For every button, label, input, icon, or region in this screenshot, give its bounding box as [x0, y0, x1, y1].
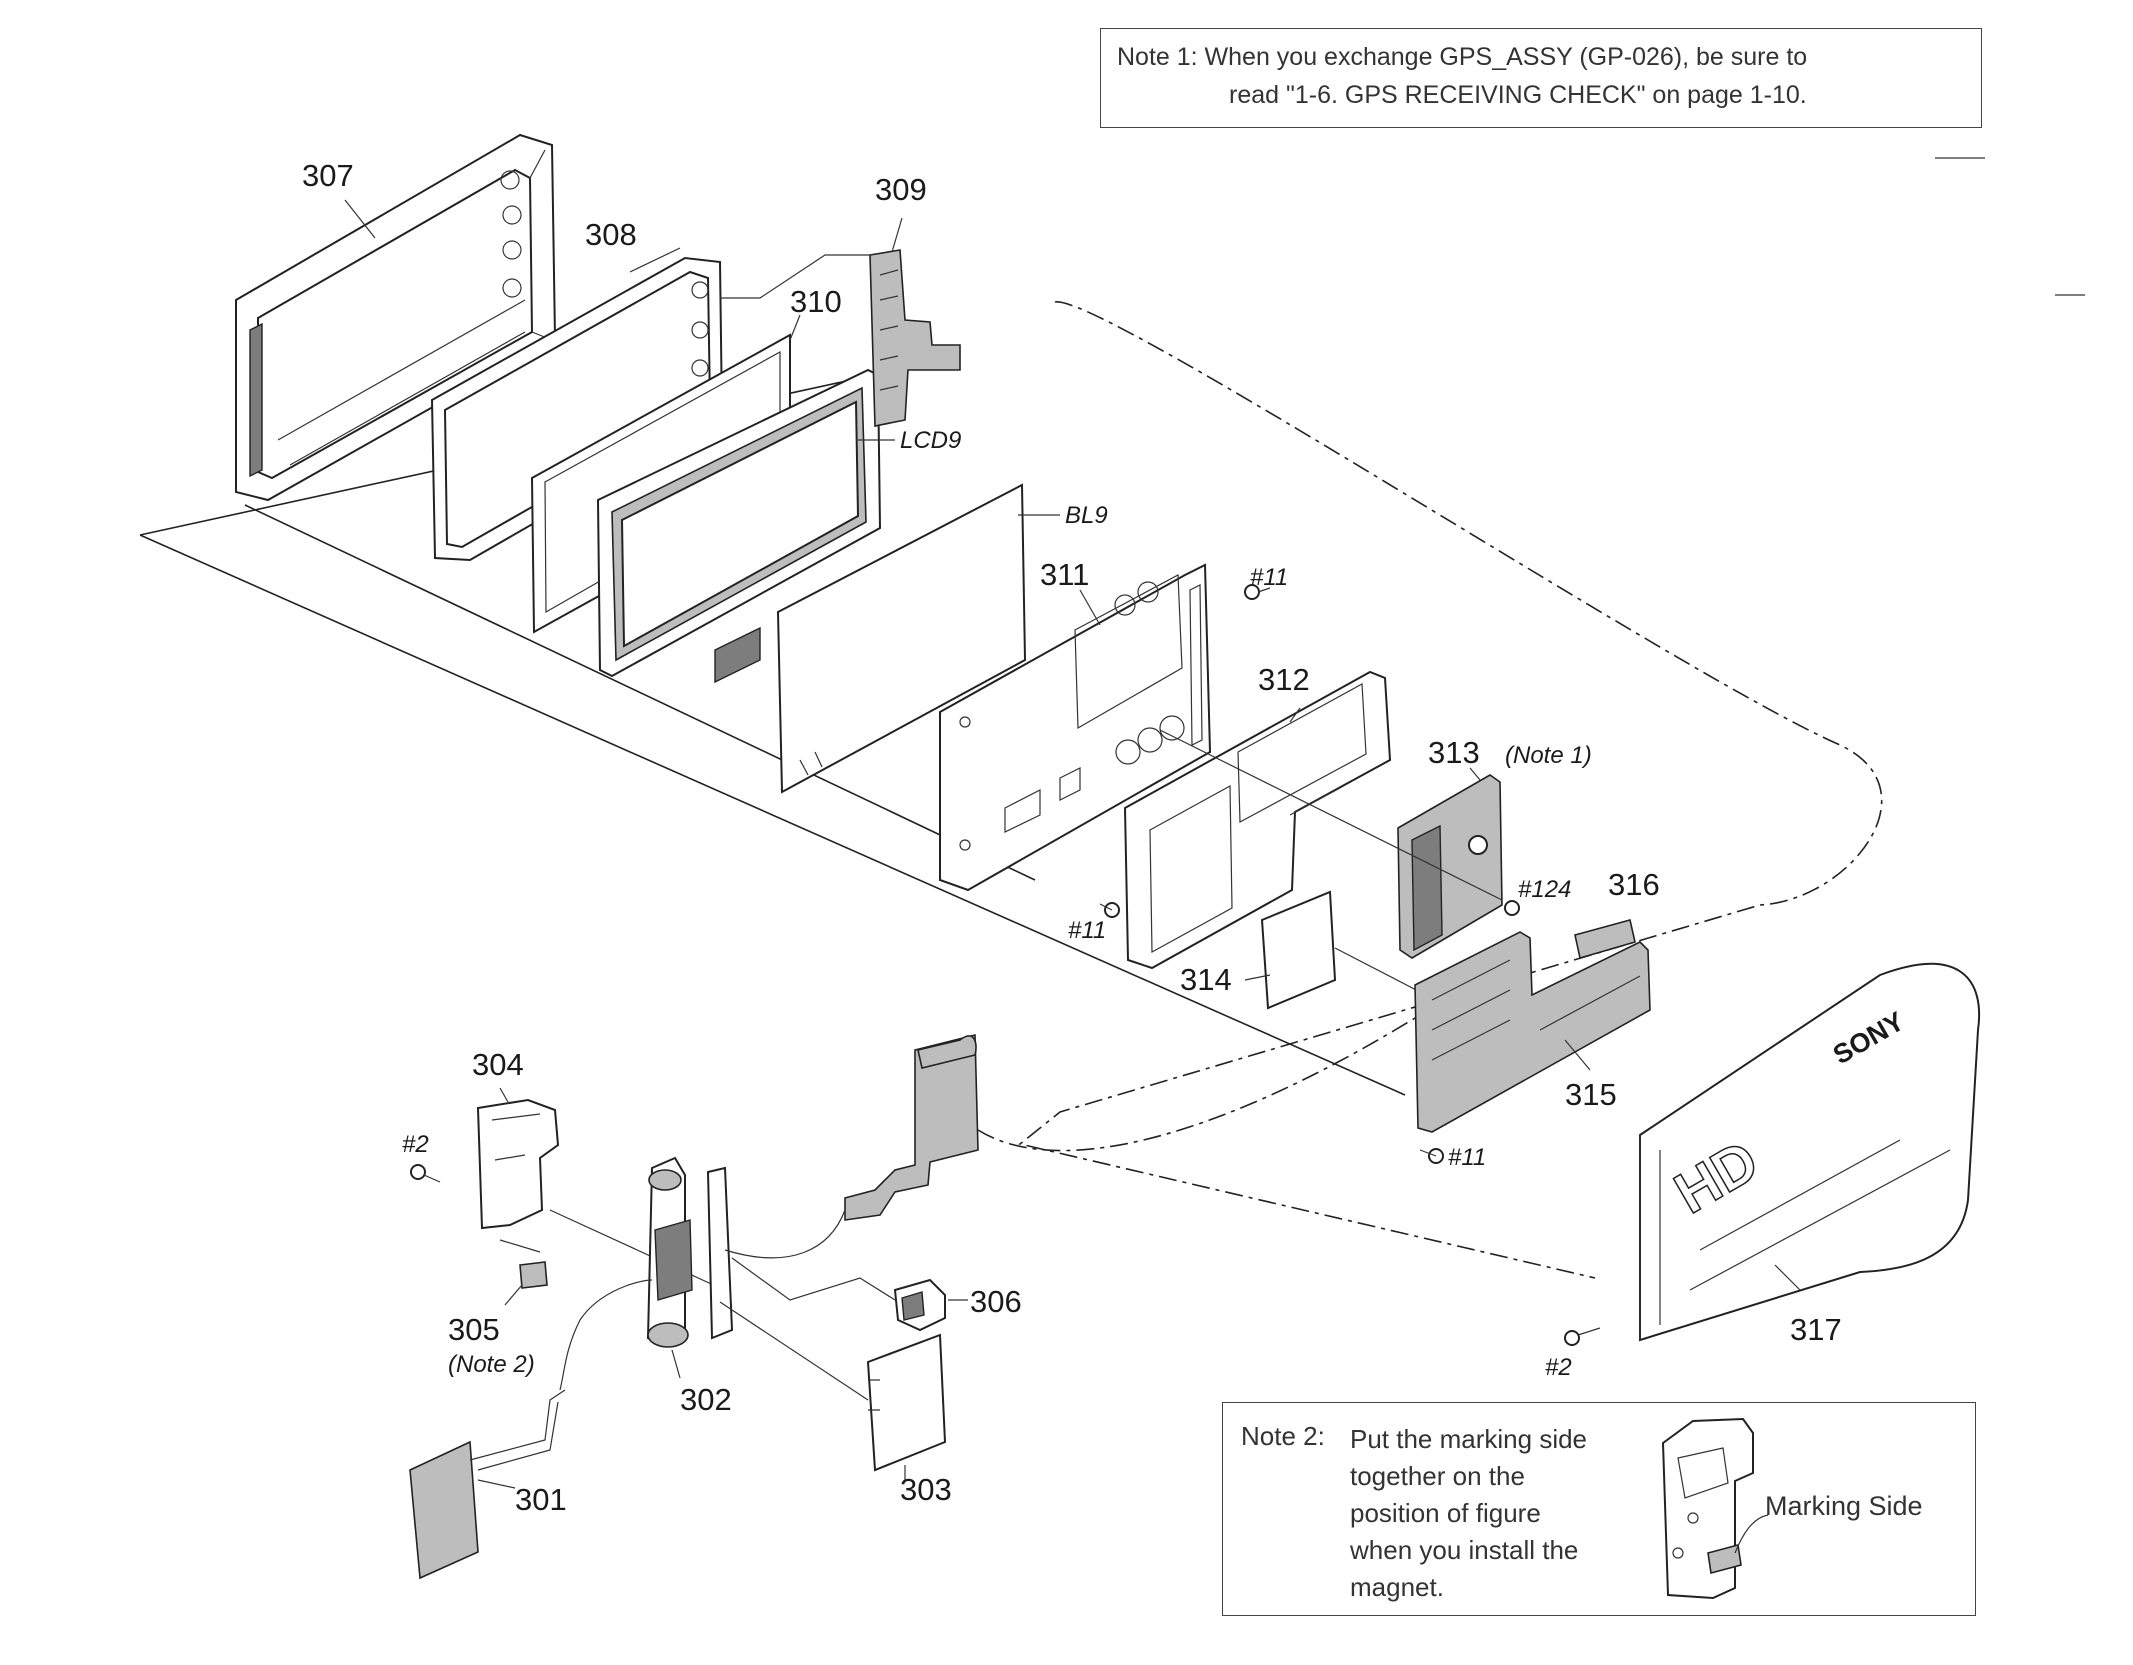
part-lcd9-panel — [596, 368, 882, 684]
label-313: 313 — [1428, 735, 1480, 770]
label-screw-2-right: #2 — [1545, 1354, 1572, 1381]
link-302-306 — [731, 1257, 896, 1301]
datum-line-diagonal — [139, 534, 1406, 1096]
label-305: 305 — [448, 1312, 500, 1347]
leader-314 — [1244, 974, 1271, 981]
datum-line-lower — [244, 504, 1036, 881]
leader-304 — [499, 1087, 509, 1103]
part-305-magnet — [519, 1261, 548, 1289]
part-315-bracket — [1414, 931, 1651, 1133]
part-302-hinge — [646, 1156, 734, 1348]
note-1-box: Note 1: When you exchange GPS_ASSY (GP-0… — [1100, 28, 1982, 128]
link-302-303 — [719, 1301, 869, 1401]
link-301-302 — [559, 1279, 653, 1391]
leader-310 — [789, 314, 801, 341]
part-312-inner-frame — [1123, 670, 1392, 970]
label-screw-124: #124 — [1518, 876, 1571, 903]
leader-307 — [344, 199, 376, 239]
label-310: 310 — [790, 284, 842, 319]
label-315: 315 — [1565, 1077, 1617, 1112]
note-1-line-1: Note 1: When you exchange GPS_ASSY (GP-0… — [1117, 43, 1808, 71]
leader-315 — [1564, 1039, 1591, 1071]
part-301-flex-board — [409, 1389, 566, 1580]
note-2-text: Put the marking side together on the pos… — [1350, 1424, 1588, 1602]
label-lcd9: LCD9 — [900, 427, 961, 454]
flex-cable-tip — [917, 1035, 977, 1069]
label-305-note: (Note 2) — [448, 1351, 535, 1378]
leader-301 — [477, 1479, 516, 1489]
label-314: 314 — [1180, 962, 1232, 997]
screw-2-right — [1564, 1327, 1601, 1346]
label-screw-11-mid: #11 — [1068, 917, 1106, 944]
label-307: 307 — [302, 158, 354, 193]
screw-11-top — [1244, 584, 1271, 600]
assembly-guide-line-lower — [977, 1014, 1421, 1152]
part-316-sheet — [1574, 919, 1636, 960]
label-bl9: BL9 — [1065, 502, 1108, 529]
part-bl9-backlight — [776, 483, 1027, 794]
screw-11-low — [1419, 1148, 1444, 1164]
screw-11-mid — [1099, 902, 1120, 918]
part-313-gps-assy — [1397, 774, 1503, 959]
note-1-line-2: read "1-6. GPS RECEIVING CHECK" on page … — [1229, 81, 1807, 109]
part-311-metal-plate — [939, 563, 1212, 892]
label-316: 316 — [1608, 867, 1660, 902]
part-317-side-cover: SONY HD — [1639, 963, 1981, 1342]
part-306-connector — [893, 1278, 946, 1332]
label-317: 317 — [1790, 1312, 1842, 1347]
note-2-figure — [1661, 1417, 1769, 1600]
note-2-box: Note 2: Put the marking side together on… — [1222, 1402, 1976, 1616]
flex-cable — [844, 1033, 979, 1221]
label-306: 306 — [970, 1284, 1022, 1319]
label-302: 302 — [680, 1382, 732, 1417]
label-312: 312 — [1258, 662, 1310, 697]
label-screw-2-left: #2 — [402, 1131, 429, 1158]
part-307-front-frame — [235, 133, 557, 502]
part-303-cover — [866, 1333, 947, 1472]
label-313-note: (Note 1) — [1505, 742, 1592, 769]
leader-311 — [1079, 589, 1101, 626]
screw-124 — [1504, 900, 1520, 916]
link-314-315 — [1334, 947, 1421, 993]
label-309: 309 — [875, 172, 927, 207]
part-309-bracket — [869, 249, 961, 427]
label-301: 301 — [515, 1482, 567, 1517]
link-313-screw — [1159, 729, 1503, 901]
label-311: 311 — [1040, 557, 1089, 592]
screw-2-left — [410, 1164, 441, 1183]
label-303: 303 — [900, 1472, 952, 1507]
leader-313 — [1469, 767, 1481, 781]
marking-side-label: Marking Side — [1765, 1491, 1923, 1521]
part-314-sheet — [1260, 890, 1337, 1010]
leader-302 — [671, 1349, 681, 1379]
label-304: 304 — [472, 1047, 524, 1082]
assembly-guide-line — [1018, 301, 1883, 1279]
note-2-label: Note 2: — [1241, 1421, 1325, 1451]
label-screw-11-low: #11 — [1448, 1144, 1486, 1171]
leader-309 — [891, 217, 903, 253]
part-304-bracket — [476, 1098, 560, 1230]
leader-312 — [1289, 707, 1301, 723]
leader-317 — [1774, 1264, 1801, 1291]
label-308: 308 — [585, 217, 637, 252]
leader-305 — [504, 1284, 523, 1306]
label-screw-11-top: #11 — [1250, 564, 1288, 591]
cable-302-link — [724, 1209, 846, 1259]
link-309-308 — [720, 254, 870, 299]
leader-308 — [629, 247, 681, 273]
